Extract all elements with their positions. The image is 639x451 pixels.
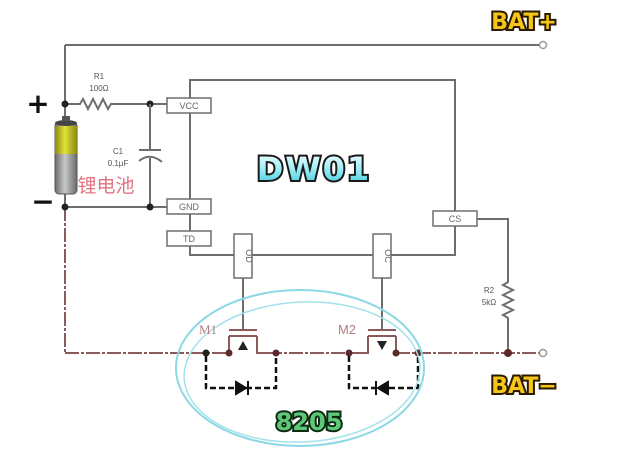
m1-label: M1 — [199, 322, 217, 337]
node — [202, 349, 210, 357]
ic-body-outline — [189, 79, 456, 211]
node — [345, 349, 353, 357]
battery-label: 锂电池 — [77, 175, 134, 197]
node — [146, 203, 154, 211]
m1-body-diode-loop — [204, 356, 278, 390]
chip-title: DW01 — [257, 150, 371, 188]
mosfet-m2 — [356, 329, 397, 354]
node — [272, 349, 280, 357]
bat-plus-terminal — [538, 40, 548, 50]
c1-name: C1 — [113, 147, 124, 156]
pin-vcc — [166, 97, 212, 114]
bat-minus-label: BAT− — [491, 374, 557, 399]
r2-value: 5kΩ — [482, 298, 496, 307]
battery-minus-sign: − — [31, 185, 54, 218]
mosfet-highlight-ellipse-inner — [183, 301, 421, 443]
bat-plus-label: BAT+ — [491, 10, 557, 35]
r2-name: R2 — [484, 286, 495, 295]
mosfet-pair-label: 8205 — [276, 408, 343, 436]
m2-label: M2 — [338, 322, 356, 337]
mosfet-highlight-ellipse — [175, 289, 425, 447]
r1-wire — [65, 96, 167, 112]
battery-icon — [54, 116, 78, 195]
m1-diode-icon — [235, 380, 249, 396]
node — [392, 349, 400, 357]
pin-gnd-label: GND — [179, 202, 200, 212]
oc-to-cs-wire — [391, 226, 456, 256]
c1-plate-bottom — [138, 155, 163, 163]
node — [225, 349, 233, 357]
node — [61, 100, 69, 108]
pin-vcc-label: VCC — [179, 101, 199, 111]
m2-body-diode-loop — [347, 356, 420, 390]
pin-gnd — [166, 198, 212, 215]
bat-minus-terminal — [538, 348, 548, 358]
mosfet-m1 — [228, 329, 272, 354]
pin-cs — [432, 210, 478, 227]
td-to-od-wire — [189, 246, 234, 256]
cs-to-r2-wire — [477, 218, 516, 353]
r1-name: R1 — [94, 72, 105, 81]
r1-value: 100Ω — [89, 84, 108, 93]
pin-oc-label: OC — [383, 249, 393, 263]
node — [61, 203, 69, 211]
m2-diode-icon — [375, 380, 389, 396]
c1-value: 0.1μF — [108, 159, 129, 168]
pin-cs-label: CS — [449, 214, 462, 224]
node — [504, 349, 512, 357]
pin-td — [166, 230, 212, 247]
battery-plus-sign: + — [26, 87, 49, 120]
pin-od-label: OD — [244, 249, 254, 263]
pin-td-label: TD — [183, 234, 195, 244]
